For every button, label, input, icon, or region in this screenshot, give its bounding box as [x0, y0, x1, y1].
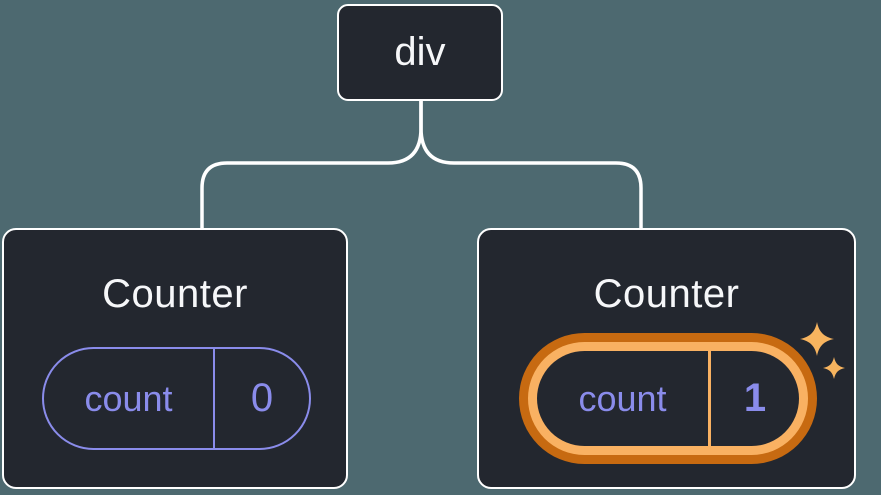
state-pill: count 0	[42, 347, 311, 450]
counter-card-right: Counter count 1	[477, 228, 856, 489]
connector-right-branch	[419, 101, 643, 228]
connector-left-branch	[200, 101, 423, 228]
sparkles-icon	[800, 322, 845, 379]
state-key: count	[537, 351, 711, 446]
state-pill-highlight-ring: count 1	[519, 333, 817, 464]
root-node-label: div	[394, 30, 446, 74]
state-pill: count 1	[537, 351, 799, 446]
counter-card-left: Counter count 0	[2, 228, 348, 489]
state-value: 1	[743, 376, 767, 420]
counter-title: Counter	[102, 272, 248, 316]
state-key: count	[44, 349, 215, 448]
state-pill-highlight-inner-ring: count 1	[528, 342, 808, 455]
root-node-div: div	[337, 4, 503, 101]
state-value: 0	[250, 376, 274, 420]
counter-title: Counter	[593, 272, 740, 316]
